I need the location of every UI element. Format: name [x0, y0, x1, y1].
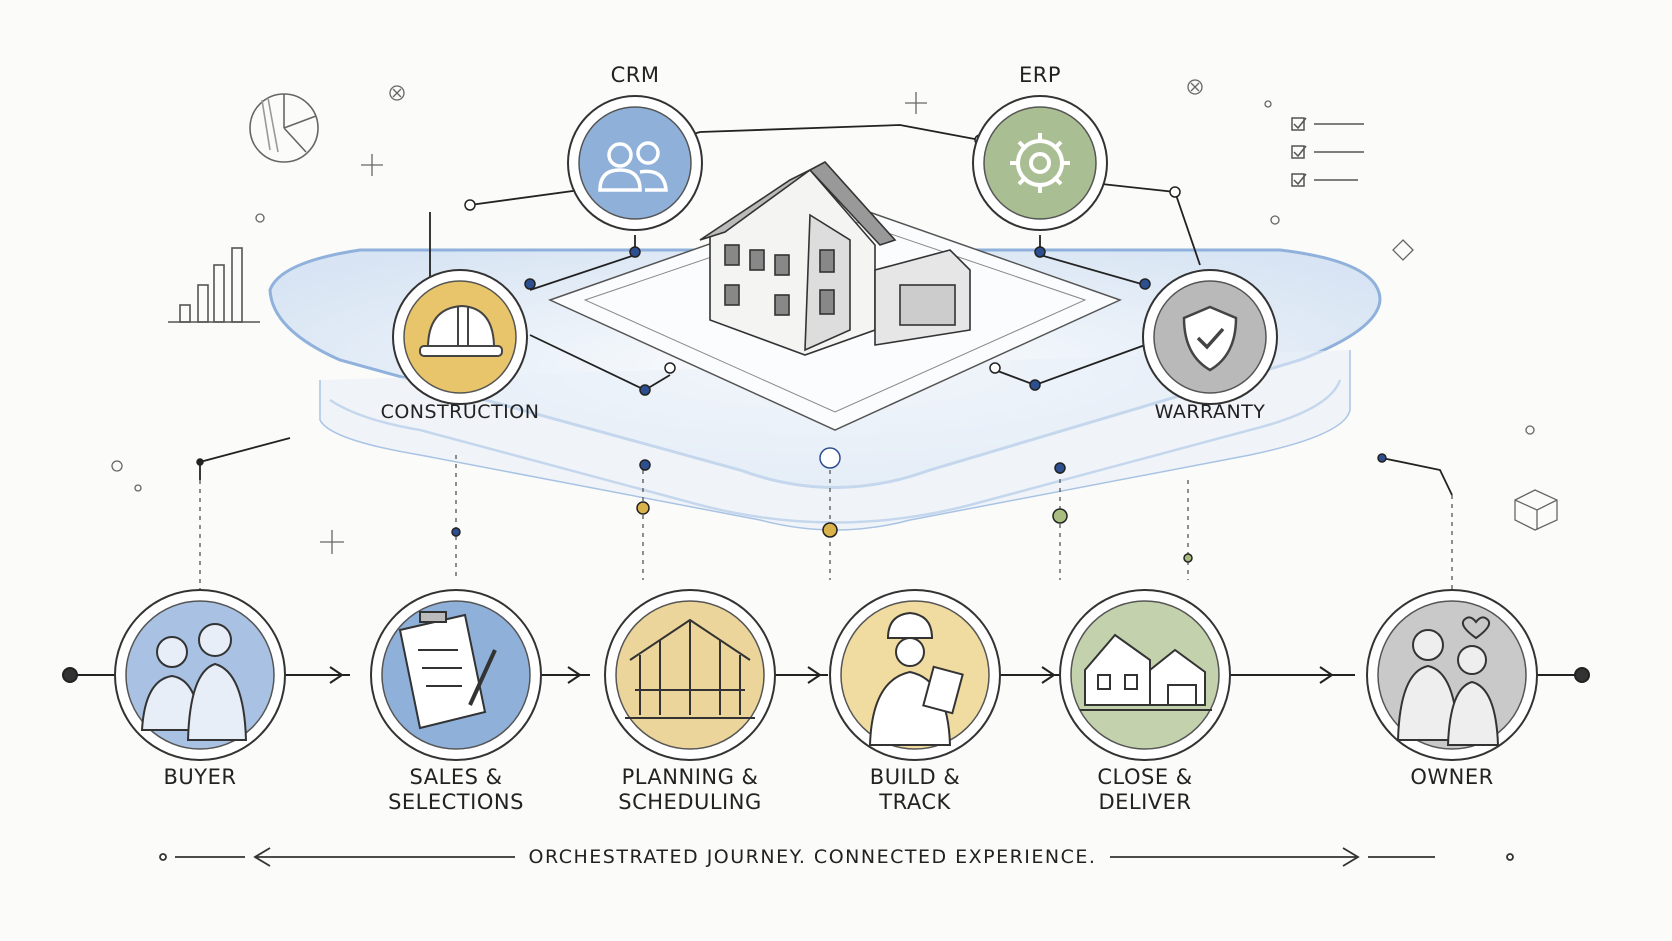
tagline: ORCHESTRATED JOURNEY. CONNECTED EXPERIEN…	[528, 846, 1097, 868]
shield-check-icon	[1182, 305, 1238, 372]
construction-label: CONSTRUCTION	[380, 401, 540, 423]
house-model	[699, 160, 971, 356]
stage-owner	[1366, 589, 1538, 761]
gear-icon	[1010, 133, 1070, 193]
crm-system	[567, 95, 703, 231]
bottom-arrow	[159, 847, 1514, 867]
construction-system	[392, 269, 528, 405]
stage-label-buyer: BUYER	[163, 765, 237, 789]
stage-planning-scheduling	[604, 589, 776, 761]
dashed-drop-lines	[199, 455, 1453, 590]
bar-chart-sketch-icon	[168, 247, 260, 323]
decorative-sparkles	[111, 79, 1558, 554]
platform-hub	[268, 199, 1382, 531]
stage-label-build-track: BUILD & TRACK	[869, 765, 961, 814]
stage-label-close-deliver: CLOSE & DELIVER	[1097, 765, 1193, 814]
stage-close-deliver	[1059, 589, 1231, 761]
warranty-label: WARRANTY	[1154, 401, 1266, 423]
crm-label: CRM	[610, 63, 660, 87]
stage-buyer	[114, 589, 286, 761]
stage-label-sales-selections: SALES & SELECTIONS	[388, 765, 524, 814]
house-frame-icon	[625, 618, 755, 719]
warranty-system	[1142, 269, 1278, 405]
pie-chart-sketch-icon	[249, 93, 319, 163]
people-icon	[598, 141, 668, 192]
stage-sales-selections	[370, 589, 542, 761]
clipboard-checklist-icon	[398, 611, 497, 730]
erp-system	[972, 95, 1108, 231]
stage-label-owner: OWNER	[1410, 765, 1494, 789]
stage-build-track	[829, 589, 1001, 761]
erp-label: ERP	[1018, 63, 1062, 87]
checklist-sketch-icon	[1291, 117, 1364, 187]
finished-house-icon	[1080, 633, 1212, 711]
stage-label-planning-scheduling: PLANNING & SCHEDULING	[618, 765, 762, 814]
journey-line	[62, 666, 1590, 684]
hard-hat-icon	[419, 304, 503, 357]
couple-icon	[140, 623, 248, 741]
connector-nodes	[196, 134, 1387, 563]
couple-heart-icon	[1396, 616, 1500, 746]
worker-tablet-icon	[868, 611, 964, 746]
